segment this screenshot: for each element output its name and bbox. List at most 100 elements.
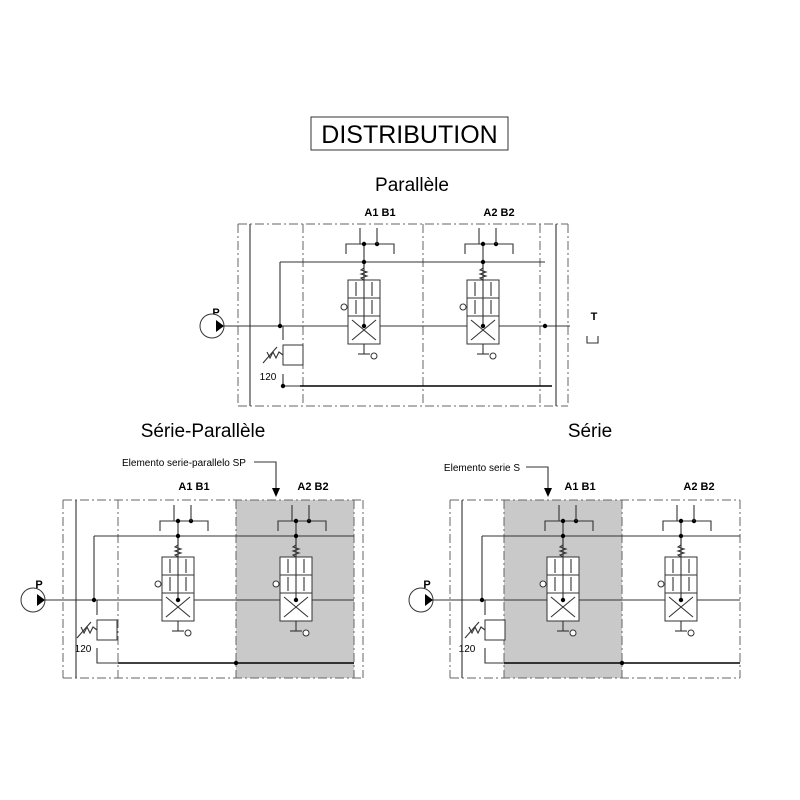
series-parallel-label: Série-Parallèle <box>141 421 266 442</box>
adjust-arrow-icon <box>262 346 278 364</box>
flow-arrow <box>165 596 191 618</box>
flow-arrow <box>351 319 377 341</box>
pipe-path <box>96 600 118 664</box>
pipe-path <box>464 243 514 254</box>
check-valve-icon <box>272 580 280 588</box>
check-valve-icon <box>154 580 162 588</box>
series-parallel-callout-arrow <box>254 461 277 492</box>
parallel-port-t: T <box>591 311 598 323</box>
series-relief-value: 120 <box>459 644 476 655</box>
relief-valve <box>76 619 118 641</box>
junction-dot <box>91 597 97 603</box>
pipe-path <box>662 520 712 531</box>
lever-icon <box>569 629 577 637</box>
series-port-a1b1: A1 B1 <box>564 481 595 493</box>
junction-dot <box>361 323 367 329</box>
pipe-path <box>544 520 594 531</box>
junction-dot <box>542 323 548 329</box>
parallel-label: Parallèle <box>375 175 449 196</box>
pipe-path <box>484 600 504 664</box>
lever-icon <box>302 629 310 637</box>
lever-icon <box>489 352 497 360</box>
lever-icon <box>370 352 378 360</box>
junction-dot <box>277 323 283 329</box>
junction-dot <box>361 241 367 247</box>
valve-spring-icon <box>173 544 183 558</box>
parallel-diagram: Parallèle A1 B1 A2 B2 P T 120 <box>199 175 599 407</box>
check-valve-icon <box>657 580 665 588</box>
lever-icon <box>184 629 192 637</box>
parallel-relief-value: 120 <box>260 372 277 383</box>
junction-dot <box>560 518 566 524</box>
valve-spring-icon <box>558 544 568 558</box>
relief-spring-icon <box>468 625 486 635</box>
series-parallel-port-a1b1: A1 B1 <box>178 481 209 493</box>
relief-valve-body <box>484 619 506 641</box>
junction-dot <box>175 597 181 603</box>
pump-arrow-icon <box>425 594 433 606</box>
junction-dot <box>480 241 486 247</box>
valve-spring-icon <box>291 544 301 558</box>
junction-dot <box>480 323 486 329</box>
junction-dot <box>361 259 367 265</box>
series-label: Série <box>568 421 612 442</box>
series-parallel-callout-arrowhead <box>272 488 280 497</box>
check-valve-icon <box>539 580 547 588</box>
junction-dot <box>479 597 485 603</box>
check-valve-icon <box>340 303 348 311</box>
pump-arrow-icon <box>37 594 45 606</box>
junction-dot <box>233 660 239 666</box>
series-circuit <box>408 499 741 679</box>
pump <box>20 587 46 613</box>
relief-valve-body <box>96 619 118 641</box>
relief-spring-icon <box>266 350 284 360</box>
spool-valve <box>340 267 381 360</box>
junction-dot <box>293 518 299 524</box>
relief-spring-icon <box>80 625 98 635</box>
series-diagram: Série Elemento serie S A1 B1 A2 B2 P 120 <box>408 421 741 679</box>
page-title: DISTRIBUTION <box>321 121 497 149</box>
check-valve-icon <box>459 303 467 311</box>
spool-valve <box>459 267 500 360</box>
pipe-path <box>159 520 209 531</box>
junction-dot <box>480 259 486 265</box>
series-callout: Elemento serie S <box>444 463 520 474</box>
pipe-path <box>345 243 395 254</box>
series-callout-arrowhead <box>544 488 552 497</box>
series-parallel-diagram: Série-Parallèle Elemento serie-parallelo… <box>20 421 364 679</box>
parallel-port-a1b1: A1 B1 <box>364 207 395 219</box>
valve-spring-icon <box>676 544 686 558</box>
spool-valve <box>154 544 195 637</box>
junction-dot <box>293 533 299 539</box>
tank-icon <box>586 336 599 344</box>
pump <box>199 313 225 339</box>
series-parallel-port-p: P <box>35 579 42 591</box>
junction-dot <box>293 597 299 603</box>
flow-arrow <box>283 596 309 618</box>
series-port-p: P <box>423 579 430 591</box>
pipe-path <box>277 520 327 531</box>
junction-dot <box>678 597 684 603</box>
flow-arrow <box>470 319 496 341</box>
parallel-port-a2b2: A2 B2 <box>483 207 514 219</box>
junction-dot <box>280 383 286 389</box>
lever-icon <box>687 629 695 637</box>
series-parallel-port-a2b2: A2 B2 <box>297 481 328 493</box>
relief-valve-body <box>282 344 304 366</box>
junction-dot <box>560 597 566 603</box>
junction-dot <box>175 533 181 539</box>
spool-valve <box>657 544 698 637</box>
pump <box>408 587 434 613</box>
adjust-arrow-icon <box>464 621 480 639</box>
series-callout-arrow <box>526 466 549 492</box>
flow-arrow <box>668 596 694 618</box>
series-port-a2b2: A2 B2 <box>683 481 714 493</box>
junction-dot <box>678 518 684 524</box>
junction-dot <box>175 518 181 524</box>
parallel-port-p: P <box>212 307 219 319</box>
relief-valve <box>262 344 304 366</box>
junction-dot <box>560 533 566 539</box>
flow-arrow <box>550 596 576 618</box>
valve-spring-icon <box>359 267 369 281</box>
